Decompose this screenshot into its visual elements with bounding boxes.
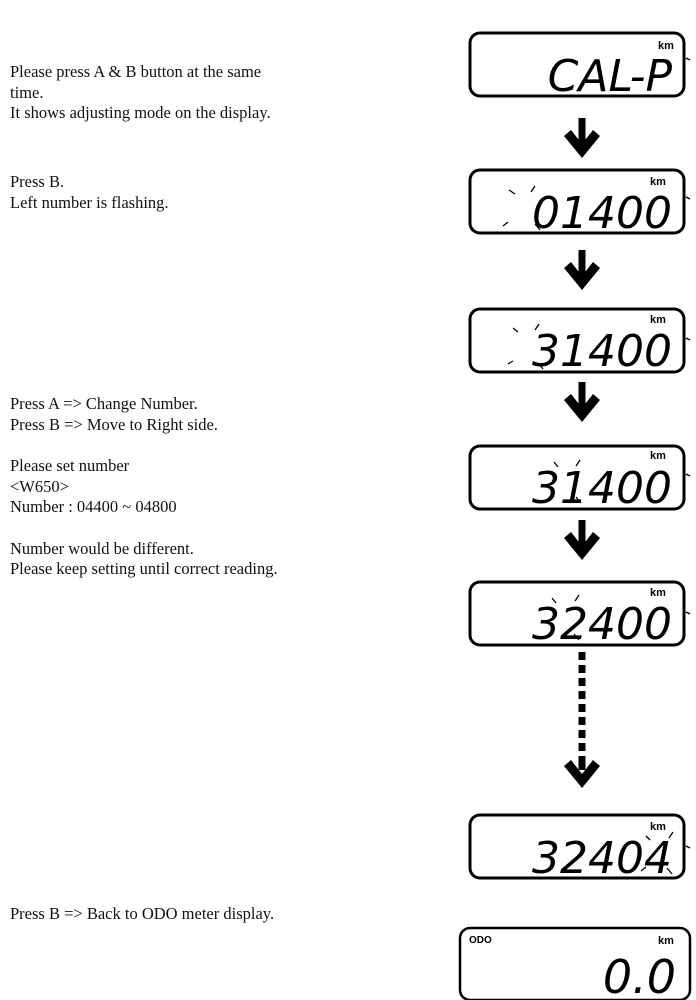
lcd-display-5: km 32400 xyxy=(468,580,691,650)
unit-label: km xyxy=(650,587,666,599)
step3-line7: Please keep setting until correct readin… xyxy=(10,559,278,578)
display-reading: 32404 xyxy=(532,833,672,884)
step3-line3: Please set number xyxy=(10,456,130,475)
step1-instructions: Please press A & B button at the same ti… xyxy=(10,62,271,124)
arrow-down-icon xyxy=(564,382,600,422)
step3-line1: Press A => Change Number. xyxy=(10,394,198,413)
display-reading: CAL-P xyxy=(548,51,673,102)
lcd-display-2: km 01400 xyxy=(468,168,691,239)
step1-line3: It shows adjusting mode on the display. xyxy=(10,103,271,122)
arrow-down-icon xyxy=(564,520,600,560)
lcd-display-4: km 31400 xyxy=(468,444,691,514)
step1-line2: time. xyxy=(10,82,44,102)
unit-label: km xyxy=(650,314,666,326)
unit-label: km xyxy=(650,176,666,188)
flashing-digit-icon xyxy=(502,185,541,231)
display-reading: 32400 xyxy=(532,599,672,650)
unit-label: km xyxy=(650,821,666,833)
step1-line1: Please press A & B button at the same xyxy=(10,62,262,81)
step3-line4: <W650> xyxy=(10,476,69,496)
odo-label: ODO xyxy=(469,935,492,946)
display-reading: 31400 xyxy=(532,326,672,377)
unit-label: km xyxy=(658,935,674,947)
step2-line2: Left number is flashing. xyxy=(10,192,169,212)
odo-display: ODO km 0.0 xyxy=(458,926,692,1000)
odo-reading: 0.0 xyxy=(603,950,676,1000)
flashing-digit-icon xyxy=(546,594,580,641)
arrow-down-icon xyxy=(564,118,600,158)
step3-line2: Press B => Move to Right side. xyxy=(10,414,218,434)
flashing-digit-icon xyxy=(548,459,582,504)
lcd-display-3: km 31400 xyxy=(468,307,691,377)
step3-line5: Number : 04400 ~ 04800 xyxy=(10,497,177,516)
step3-instructions: Press A => Change Number. Press B => Mov… xyxy=(10,394,278,580)
step4-instructions: Press B => Back to ODO meter display. xyxy=(10,904,274,925)
step2-line1: Press B. xyxy=(10,172,65,191)
arrow-down-icon xyxy=(564,250,600,290)
lcd-display-6: km 32404 xyxy=(468,813,691,884)
lcd-display-cal: km CAL-P xyxy=(468,31,691,102)
display-reading: 01400 xyxy=(532,188,672,239)
flashing-digit-icon xyxy=(507,323,544,370)
step2-instructions: Press B. Left number is flashing. xyxy=(10,172,169,213)
unit-label: km xyxy=(650,450,666,462)
display-reading: 31400 xyxy=(532,463,672,514)
step3-line6: Number would be different. xyxy=(10,538,194,558)
step4-line1: Press B => Back to ODO meter display. xyxy=(10,904,275,923)
unit-label: km xyxy=(658,40,674,52)
flashing-digit-icon xyxy=(640,831,674,875)
dotted-arrow-down-icon xyxy=(564,652,600,788)
